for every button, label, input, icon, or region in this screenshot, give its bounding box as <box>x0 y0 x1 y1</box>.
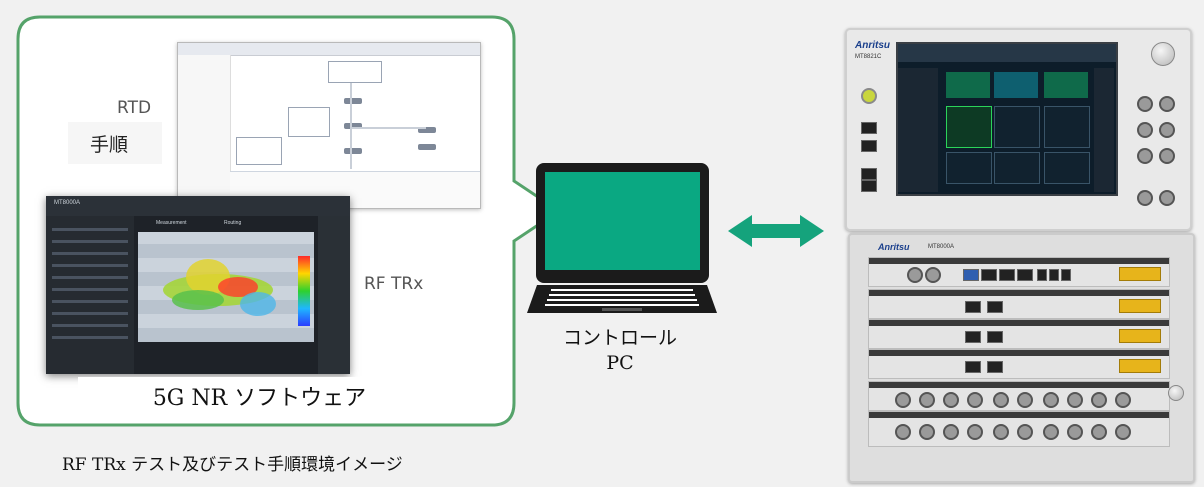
module-4 <box>868 349 1170 379</box>
tab-routing: Routing <box>224 220 242 226</box>
rf-trx-label: RF TRx <box>364 274 424 294</box>
module-6 <box>868 411 1170 447</box>
control-pc-label-text: コントロール PC <box>562 327 677 374</box>
software-label: 5G NR ソフトウェア <box>152 386 367 411</box>
top-brand: Anritsu <box>855 40 890 51</box>
module-5 <box>868 381 1170 411</box>
rtd-label: RTD <box>117 98 152 118</box>
ground-terminal <box>1168 385 1184 401</box>
top-model: MT8821C <box>855 54 882 60</box>
module-1 <box>868 257 1170 287</box>
rtd-screenshot <box>177 42 481 209</box>
laptop-icon <box>536 163 709 283</box>
control-pc-label: コントロール PC <box>530 326 710 376</box>
instrument-top: Anritsu MT8821C <box>845 28 1192 231</box>
instrument-display <box>896 42 1118 196</box>
laptop-display <box>545 172 700 270</box>
radiation-pattern-plot <box>163 259 276 316</box>
power-button <box>861 88 877 104</box>
laptop-keyboard <box>527 285 717 313</box>
caption: RF TRx テスト及びテスト手順環境イメージ <box>62 455 403 475</box>
bottom-brand: Anritsu <box>878 242 910 252</box>
bottom-model: MT8000A <box>928 244 955 250</box>
rotary-knob <box>1151 42 1175 66</box>
software-label-box <box>78 377 441 420</box>
module-3 <box>868 319 1170 349</box>
instrument-bottom: Anritsu MT8000A <box>848 233 1195 483</box>
double-arrow-icon <box>728 215 824 247</box>
nr-title: MT8000A <box>54 200 81 206</box>
procedure-label: 手順 <box>90 134 129 156</box>
tab-measurement: Measurement <box>156 220 187 226</box>
procedure-label-box <box>68 122 162 164</box>
nr-software-screenshot: MT8000A Measurement Routing <box>46 196 350 374</box>
module-2 <box>868 289 1170 319</box>
